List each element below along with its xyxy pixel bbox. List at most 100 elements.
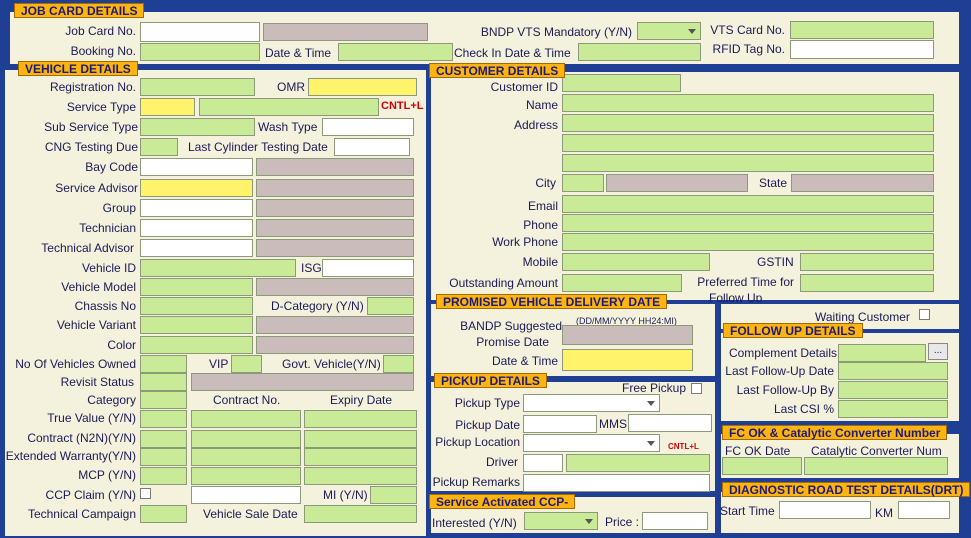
fc-ok-date-input[interactable] [722, 457, 802, 475]
mobile-input[interactable] [562, 253, 710, 271]
rfid-input[interactable] [790, 40, 934, 59]
extended-warranty-expiry-input[interactable] [304, 448, 417, 466]
vehicles-owned-input[interactable] [140, 355, 187, 373]
vehicle-id-input[interactable] [140, 259, 296, 277]
promised-header: PROMISED VEHICLE DELIVERY DATE [436, 294, 668, 309]
true-value-input[interactable] [140, 410, 187, 428]
complement-lookup-button[interactable]: ... [928, 343, 948, 360]
city-desc-input[interactable] [606, 174, 748, 192]
fc-ok-date-label: FC OK Date [725, 444, 791, 458]
contract-no-label: Contract No. [213, 393, 281, 407]
sub-service-type-input[interactable] [140, 118, 255, 136]
bandp-promise-input[interactable] [562, 325, 693, 345]
vehicle-sale-date-input[interactable] [304, 505, 417, 523]
isg-input[interactable] [322, 259, 414, 277]
job-card-no-ext-input[interactable] [263, 23, 428, 41]
last-followup-date-input[interactable] [838, 362, 948, 380]
service-type-input[interactable] [140, 98, 195, 116]
city-input[interactable] [562, 174, 604, 192]
mi-input[interactable] [370, 486, 417, 504]
address-line2-input[interactable] [562, 134, 934, 152]
revisit-input[interactable] [140, 373, 187, 391]
technical-advisor-desc-input[interactable] [256, 239, 414, 257]
chassis-no-input[interactable] [140, 297, 253, 315]
color-desc-input[interactable] [256, 336, 414, 354]
state-input[interactable] [791, 174, 934, 192]
vts-card-input[interactable] [790, 21, 934, 39]
technician-desc-input[interactable] [256, 219, 414, 237]
work-phone-input[interactable] [562, 233, 934, 251]
service-advisor-desc-input[interactable] [256, 179, 414, 197]
driver-name-input[interactable] [566, 454, 710, 472]
km-input[interactable] [898, 501, 950, 519]
waiting-customer-checkbox[interactable] [919, 309, 930, 320]
name-input[interactable] [562, 94, 934, 112]
last-followup-by-input[interactable] [838, 381, 948, 399]
ccp-claim-input[interactable] [191, 486, 301, 504]
mms-input[interactable] [628, 414, 712, 432]
gstin-input[interactable] [800, 253, 934, 271]
category-input[interactable] [140, 391, 187, 409]
registration-input[interactable] [140, 78, 255, 96]
vehicle-model-desc-input[interactable] [256, 278, 414, 296]
revisit-desc-input[interactable] [191, 373, 414, 391]
address-line3-input[interactable] [562, 154, 934, 172]
last-cylinder-input[interactable] [334, 138, 410, 156]
bndp-vts-select[interactable] [637, 22, 701, 40]
extended-warranty-contract-input[interactable] [191, 448, 301, 466]
job-card-no-input[interactable] [140, 22, 260, 42]
email-input[interactable] [562, 195, 934, 213]
free-pickup-checkbox[interactable] [691, 383, 702, 394]
govt-vehicle-input[interactable] [383, 355, 414, 373]
contract-n2n-expiry-input[interactable] [304, 430, 417, 448]
group-input[interactable] [140, 199, 253, 217]
pickup-date-input[interactable] [523, 415, 597, 433]
wash-type-input[interactable] [322, 118, 414, 136]
price-input[interactable] [642, 512, 708, 530]
mcp-input[interactable] [140, 467, 187, 485]
service-advisor-input[interactable] [140, 179, 253, 197]
bay-code-input[interactable] [140, 158, 253, 176]
mcp-expiry-input[interactable] [304, 467, 417, 485]
catalytic-num-input[interactable] [804, 457, 948, 475]
interested-select[interactable] [524, 512, 598, 530]
cng-due-input[interactable] [140, 138, 178, 156]
ccp-claim-checkbox[interactable] [140, 488, 151, 499]
pickup-remarks-input[interactable] [523, 474, 710, 492]
d-category-input[interactable] [367, 297, 414, 315]
outstanding-input[interactable] [562, 274, 682, 292]
pickup-type-select[interactable] [523, 394, 660, 412]
mcp-contract-input[interactable] [191, 467, 301, 485]
color-input[interactable] [140, 336, 253, 354]
contract-n2n-input[interactable] [140, 430, 187, 448]
vehicle-model-input[interactable] [140, 278, 253, 296]
true-value-contract-input[interactable] [191, 410, 301, 428]
phone-input[interactable] [562, 214, 934, 232]
technical-campaign-input[interactable] [140, 505, 187, 523]
technical-advisor-input[interactable] [140, 239, 253, 257]
vehicle-variant-desc-input[interactable] [256, 316, 414, 334]
job-date-time-input[interactable] [338, 43, 453, 61]
booking-no-input[interactable] [140, 43, 260, 61]
complement-input[interactable] [838, 344, 926, 362]
true-value-expiry-input[interactable] [304, 410, 417, 428]
expiry-date-label: Expiry Date [330, 393, 393, 407]
promised-date-time-input[interactable] [562, 349, 693, 371]
last-csi-input[interactable] [838, 400, 948, 418]
customer-id-input[interactable] [562, 74, 681, 92]
start-time-input[interactable] [779, 501, 871, 519]
pickup-location-select[interactable] [523, 434, 660, 452]
group-desc-input[interactable] [256, 199, 414, 217]
extended-warranty-input[interactable] [140, 448, 187, 466]
address-line1-input[interactable] [562, 114, 934, 132]
check-in-input[interactable] [578, 43, 701, 61]
bay-code-desc-input[interactable] [256, 158, 414, 176]
contract-n2n-contract-input[interactable] [191, 430, 301, 448]
technician-input[interactable] [140, 219, 253, 237]
omr-input[interactable] [308, 78, 417, 96]
vehicle-variant-input[interactable] [140, 316, 253, 334]
service-type-desc-input[interactable] [199, 98, 379, 116]
vip-input[interactable] [231, 355, 262, 373]
driver-input[interactable] [523, 454, 563, 472]
preferred-time-input[interactable] [800, 274, 934, 292]
